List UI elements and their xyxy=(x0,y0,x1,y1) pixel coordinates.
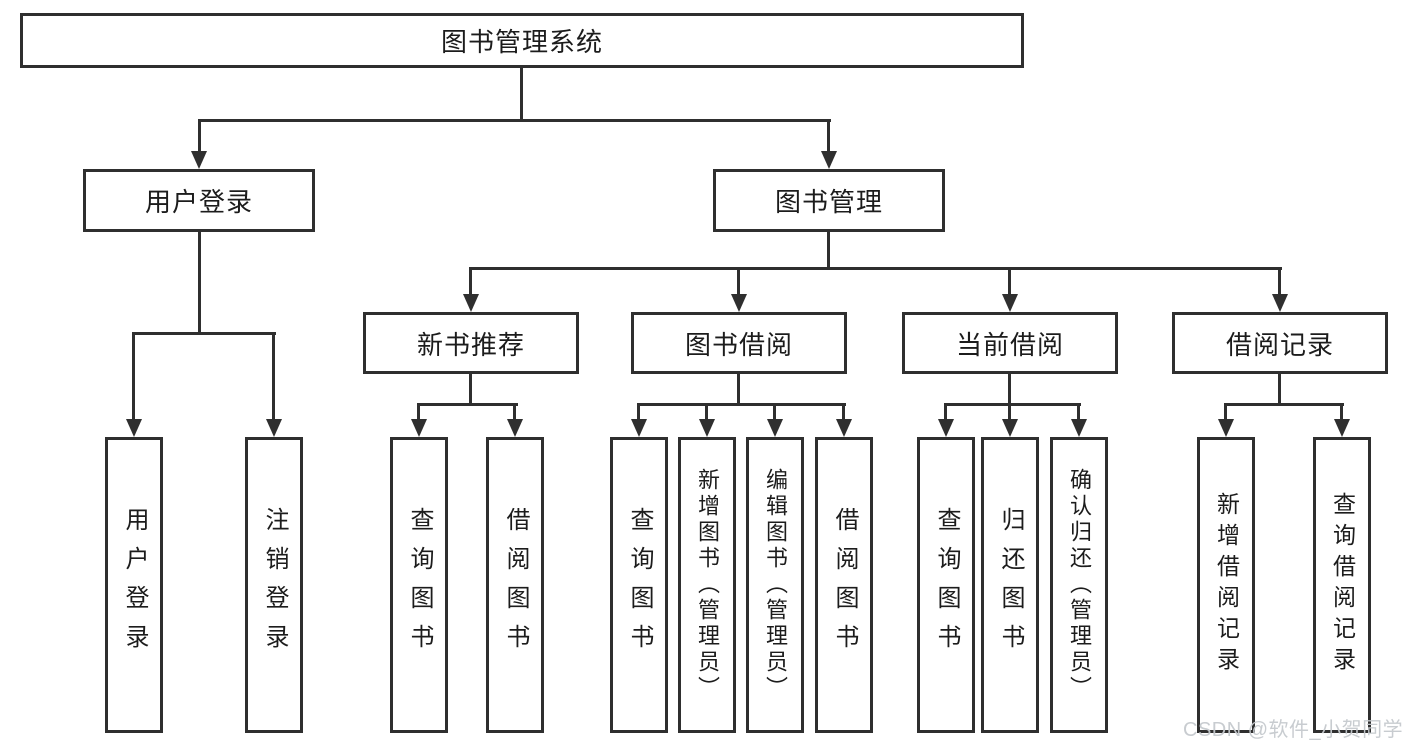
leaf-edit-book-admin: 编辑图书（管理员） xyxy=(746,437,804,733)
connector-line xyxy=(737,373,740,406)
leaf-user-login: 用户登录 xyxy=(105,437,163,733)
leaf-logout: 注销登录 xyxy=(245,437,303,733)
arrowhead-down-icon xyxy=(463,294,479,312)
connector-line xyxy=(1008,403,1011,421)
connector-line xyxy=(1224,403,1344,406)
connector-line xyxy=(513,403,516,421)
arrowhead-down-icon xyxy=(631,419,647,437)
connector-line xyxy=(637,403,640,421)
arrowhead-down-icon xyxy=(1218,419,1234,437)
leaf-borrow-books: 借阅图书 xyxy=(815,437,873,733)
arrowhead-down-icon xyxy=(699,419,715,437)
node-new-book-recommend: 新书推荐 xyxy=(363,312,579,374)
node-current-borrow: 当前借阅 xyxy=(902,312,1118,374)
connector-line xyxy=(1008,373,1011,406)
leaf-query-books-current: 查询图书 xyxy=(917,437,975,733)
leaf-query-books-borrow: 查询图书 xyxy=(610,437,668,733)
connector-line xyxy=(842,403,845,421)
leaf-return-books: 归还图书 xyxy=(981,437,1039,733)
node-book-borrow: 图书借阅 xyxy=(631,312,847,374)
connector-line xyxy=(520,66,523,120)
connector-line xyxy=(827,232,830,270)
connector-line xyxy=(198,119,831,122)
arrowhead-down-icon xyxy=(821,151,837,169)
arrowhead-down-icon xyxy=(1071,419,1087,437)
arrowhead-down-icon xyxy=(836,419,852,437)
leaf-add-borrow-record: 新增借阅记录 xyxy=(1197,437,1255,733)
leaf-confirm-return-admin: 确认归还（管理员） xyxy=(1050,437,1108,733)
connector-line xyxy=(1077,403,1080,421)
leaf-add-book-admin: 新增图书（管理员） xyxy=(678,437,736,733)
connector-line xyxy=(944,403,1081,406)
arrowhead-down-icon xyxy=(731,294,747,312)
node-book-management: 图书管理 xyxy=(713,169,945,232)
arrowhead-down-icon xyxy=(191,151,207,169)
arrowhead-down-icon xyxy=(938,419,954,437)
connector-line xyxy=(1278,373,1281,406)
connector-line xyxy=(132,332,276,335)
arrowhead-down-icon xyxy=(1334,419,1350,437)
connector-line xyxy=(1278,267,1281,295)
connector-line xyxy=(198,119,201,153)
connector-line xyxy=(773,403,776,421)
connector-line xyxy=(1008,267,1011,295)
connector-line xyxy=(637,403,846,406)
connector-line xyxy=(1224,403,1227,421)
arrowhead-down-icon xyxy=(126,419,142,437)
connector-line xyxy=(737,267,740,295)
leaf-query-borrow-record: 查询借阅记录 xyxy=(1313,437,1371,733)
connector-line xyxy=(417,403,420,421)
leaf-query-books-recommend: 查询图书 xyxy=(390,437,448,733)
leaf-borrow-books-recommend: 借阅图书 xyxy=(486,437,544,733)
arrowhead-down-icon xyxy=(507,419,523,437)
connector-line xyxy=(132,332,135,420)
connector-line xyxy=(417,403,518,406)
arrowhead-down-icon xyxy=(1272,294,1288,312)
arrowhead-down-icon xyxy=(1002,294,1018,312)
arrowhead-down-icon xyxy=(411,419,427,437)
connector-line xyxy=(469,267,472,295)
arrowhead-down-icon xyxy=(767,419,783,437)
connector-line xyxy=(272,332,275,420)
node-user-login: 用户登录 xyxy=(83,169,315,232)
connector-line xyxy=(469,267,1282,270)
connector-line xyxy=(469,373,472,406)
connector-line xyxy=(827,119,830,153)
node-library-system: 图书管理系统 xyxy=(20,13,1024,68)
connector-line xyxy=(944,403,947,421)
node-borrow-records: 借阅记录 xyxy=(1172,312,1388,374)
arrowhead-down-icon xyxy=(1002,419,1018,437)
connector-line xyxy=(198,232,201,333)
arrowhead-down-icon xyxy=(266,419,282,437)
connector-line xyxy=(705,403,708,421)
csdn-watermark: CSDN @软件_小贺同学 xyxy=(1183,719,1404,741)
connector-line xyxy=(1340,403,1343,421)
